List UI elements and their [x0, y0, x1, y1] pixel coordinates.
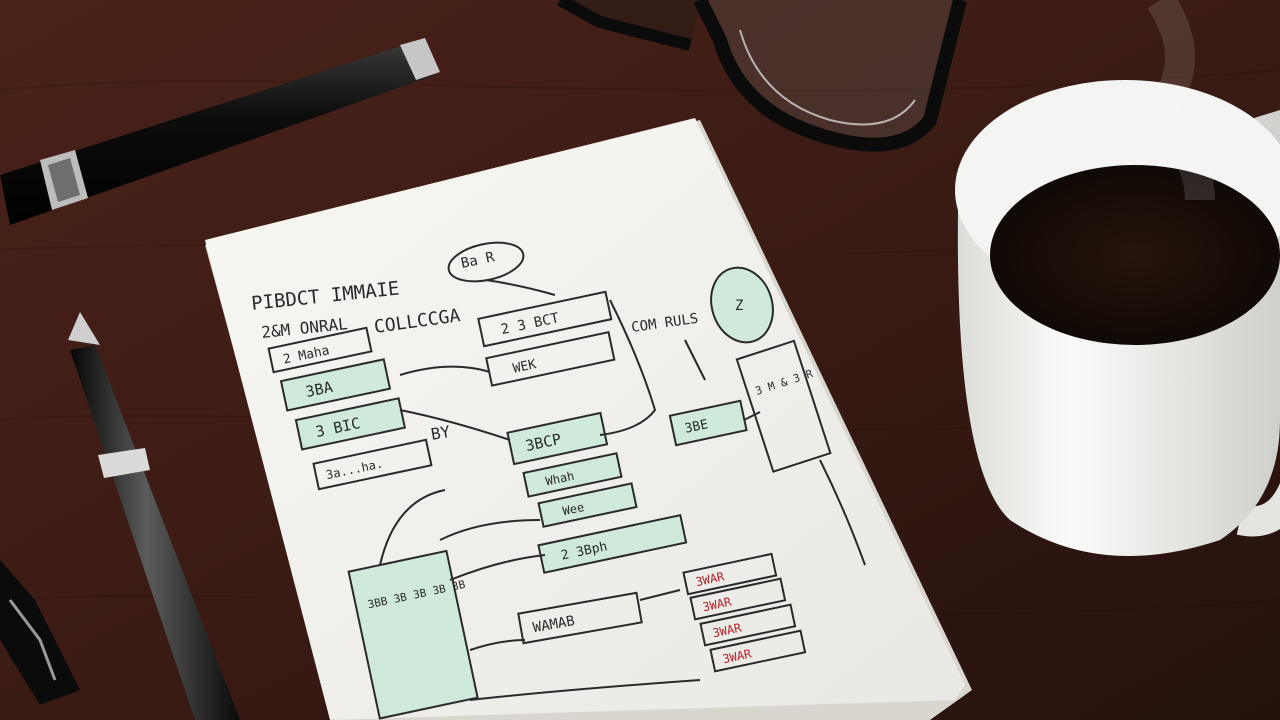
connector-7 — [469, 639, 526, 651]
svg-text:Wee: Wee — [561, 500, 585, 518]
connector-10 — [684, 339, 706, 381]
svg-text:WAMAB: WAMAB — [532, 613, 576, 636]
center-box-3: 3BCP — [506, 411, 609, 466]
coffee-mug — [955, 0, 1280, 556]
svg-text:3WAR: 3WAR — [694, 569, 726, 589]
center-box-4: Whah — [522, 452, 623, 498]
connector-3 — [399, 409, 511, 441]
svg-text:3WAR: 3WAR — [721, 646, 753, 666]
svg-text:3WAR: 3WAR — [711, 620, 743, 640]
center-box-5: Wee — [537, 482, 638, 528]
svg-text:Whah: Whah — [544, 469, 575, 489]
fountain-pen — [68, 312, 240, 720]
connector-2 — [399, 365, 491, 376]
connector-5 — [439, 519, 541, 541]
bottom-left-box: 3BB 3B 3B 3B 3B — [347, 549, 479, 720]
connector-9 — [469, 679, 701, 701]
red-box-1: 3WAR — [682, 552, 778, 596]
left-connector-label: BY — [429, 422, 452, 444]
red-box-3: 3WAR — [699, 603, 797, 647]
connector-11 — [743, 411, 761, 421]
red-box-4: 3WAR — [709, 629, 807, 673]
svg-text:3BE: 3BE — [683, 417, 709, 437]
eyeglasses — [557, 0, 967, 152]
side-bubble — [710, 266, 774, 344]
svg-text:3BA: 3BA — [304, 378, 334, 401]
side-bubble-label: Z — [735, 298, 743, 314]
flowchart: PIBDCT IMMAIE 2&M ONRAL COLLCCGA Ba R Z … — [250, 241, 866, 720]
right-box: 3BE — [668, 399, 748, 447]
capped-pen — [0, 560, 80, 705]
bottom-center-box: WAMAB — [517, 591, 643, 645]
connector-6 — [449, 554, 546, 581]
left-box-3: 3 BIC — [294, 397, 407, 451]
left-box-2: 3BA — [279, 358, 392, 412]
steam — [1140, 0, 1215, 201]
connector-12 — [819, 459, 866, 566]
center-box-6: 2 3Bph — [537, 513, 688, 574]
top-bubble-label: Ba R — [460, 249, 497, 272]
coffee — [990, 165, 1280, 345]
bubble-arrow — [485, 279, 556, 296]
connector-4 — [379, 489, 446, 566]
red-box-2: 3WAR — [689, 577, 787, 621]
connector-8 — [639, 589, 681, 601]
connector-1 — [599, 299, 657, 436]
svg-text:3WAR: 3WAR — [701, 594, 733, 614]
black-pen — [0, 38, 440, 225]
svg-text:WEK: WEK — [512, 357, 538, 377]
